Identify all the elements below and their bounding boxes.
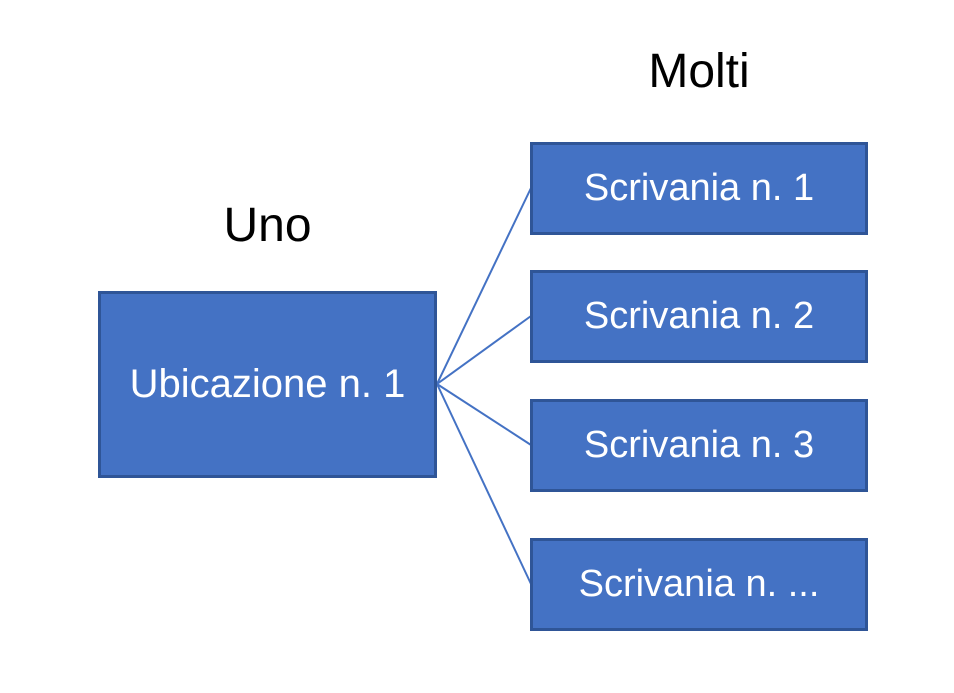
target-box-scrivania-3: Scrivania n. 3 [530, 399, 868, 492]
connector-line-4 [436, 383, 532, 585]
many-side-label: Molti [648, 45, 750, 98]
connector-line-1 [436, 187, 532, 385]
source-box-ubicazione: Ubicazione n. 1 [98, 291, 437, 478]
target-box-scrivania-2: Scrivania n. 2 [530, 270, 868, 363]
target-box-scrivania-more: Scrivania n. ... [530, 538, 868, 631]
connector-line-3 [436, 383, 532, 446]
target-box-scrivania-1: Scrivania n. 1 [530, 142, 868, 235]
connector-line-2 [436, 315, 532, 385]
one-side-label: Uno [223, 199, 312, 252]
